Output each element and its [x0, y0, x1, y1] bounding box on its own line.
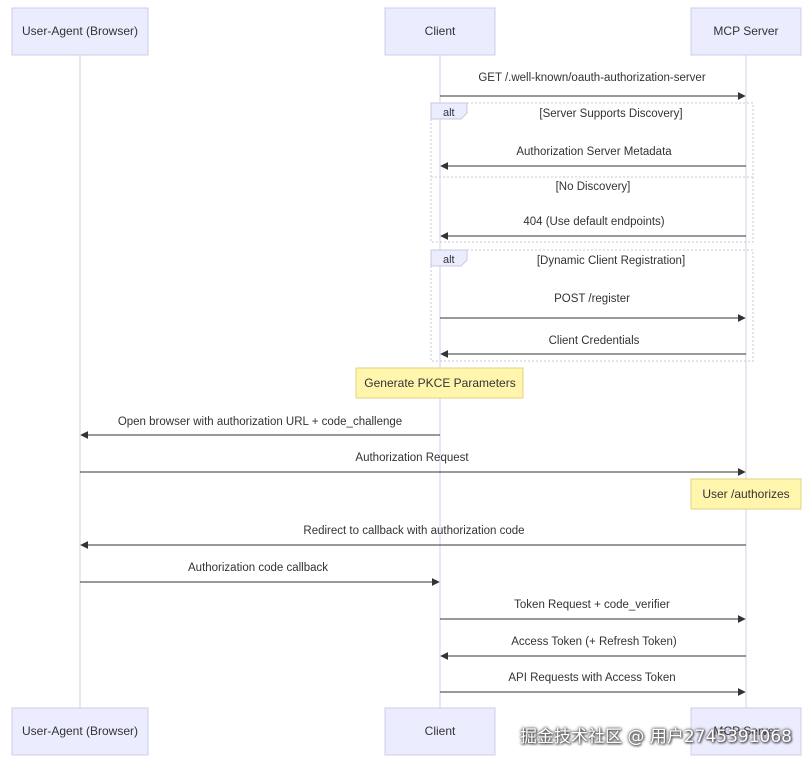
alt-condition: [No Discovery] [556, 181, 631, 193]
actor-label: MCP Server [713, 724, 778, 738]
message-label: Client Credentials [549, 335, 640, 347]
message-get-well-known: GET /.well-known/oauth-authorization-ser… [440, 72, 746, 100]
message-label: Authorization Server Metadata [516, 146, 672, 158]
alt-condition: [Server Supports Discovery] [539, 108, 682, 120]
note-generate-pkce: Generate PKCE Parameters [355, 367, 524, 399]
actor-label: Client [425, 24, 456, 38]
actor-user-agent-bottom: User-Agent (Browser) [11, 707, 149, 756]
note-user-authorizes: User /authorizes [690, 478, 802, 510]
message-label: Token Request + code_verifier [514, 599, 670, 611]
actor-label: Client [425, 724, 456, 738]
watermark: 掘金技术社区 @ 用户2745391068 [520, 727, 792, 747]
message-token-request: Token Request + code_verifier [440, 599, 746, 623]
alt-block-registration: alt [Dynamic Client Registration] [430, 249, 754, 362]
message-label: Authorization code callback [188, 562, 328, 574]
alt-keyword: alt [443, 254, 455, 266]
message-auth-server-metadata: Authorization Server Metadata [440, 146, 746, 170]
message-label: Redirect to callback with authorization … [303, 525, 524, 537]
actor-client-top: Client [384, 7, 496, 56]
message-label: GET /.well-known/oauth-authorization-ser… [478, 72, 706, 84]
message-api-requests: API Requests with Access Token [440, 672, 746, 696]
note-text: Generate PKCE Parameters [364, 376, 515, 390]
message-auth-code-callback: Authorization code callback [80, 562, 440, 586]
actor-mcp-server-top: MCP Server [690, 7, 802, 56]
message-access-token: Access Token (+ Refresh Token) [440, 636, 746, 660]
message-client-credentials: Client Credentials [440, 335, 746, 358]
alt-condition: [Dynamic Client Registration] [537, 255, 685, 267]
actor-label: MCP Server [713, 24, 778, 38]
actor-mcp-server-bottom: MCP Server [690, 707, 802, 756]
message-post-register: POST /register [440, 293, 746, 322]
message-label: Access Token (+ Refresh Token) [511, 636, 677, 648]
message-label: 404 (Use default endpoints) [523, 216, 664, 228]
message-redirect-callback: Redirect to callback with authorization … [80, 525, 746, 549]
actor-label: User-Agent (Browser) [22, 724, 138, 738]
message-open-browser: Open browser with authorization URL + co… [80, 416, 440, 439]
alt-block-discovery: alt [Server Supports Discovery] [No Disc… [430, 102, 754, 243]
note-text: User /authorizes [702, 487, 789, 501]
message-label: API Requests with Access Token [508, 672, 675, 684]
alt-keyword: alt [443, 107, 455, 119]
actor-label: User-Agent (Browser) [22, 24, 138, 38]
message-label: Authorization Request [355, 452, 469, 464]
message-use-default-endpoints: 404 (Use default endpoints) [440, 216, 746, 240]
message-authorization-request: Authorization Request [80, 452, 746, 476]
message-label: POST /register [554, 293, 630, 305]
message-label: Open browser with authorization URL + co… [118, 416, 402, 428]
actor-client-bottom: Client [384, 707, 496, 756]
actor-user-agent-top: User-Agent (Browser) [11, 7, 149, 56]
